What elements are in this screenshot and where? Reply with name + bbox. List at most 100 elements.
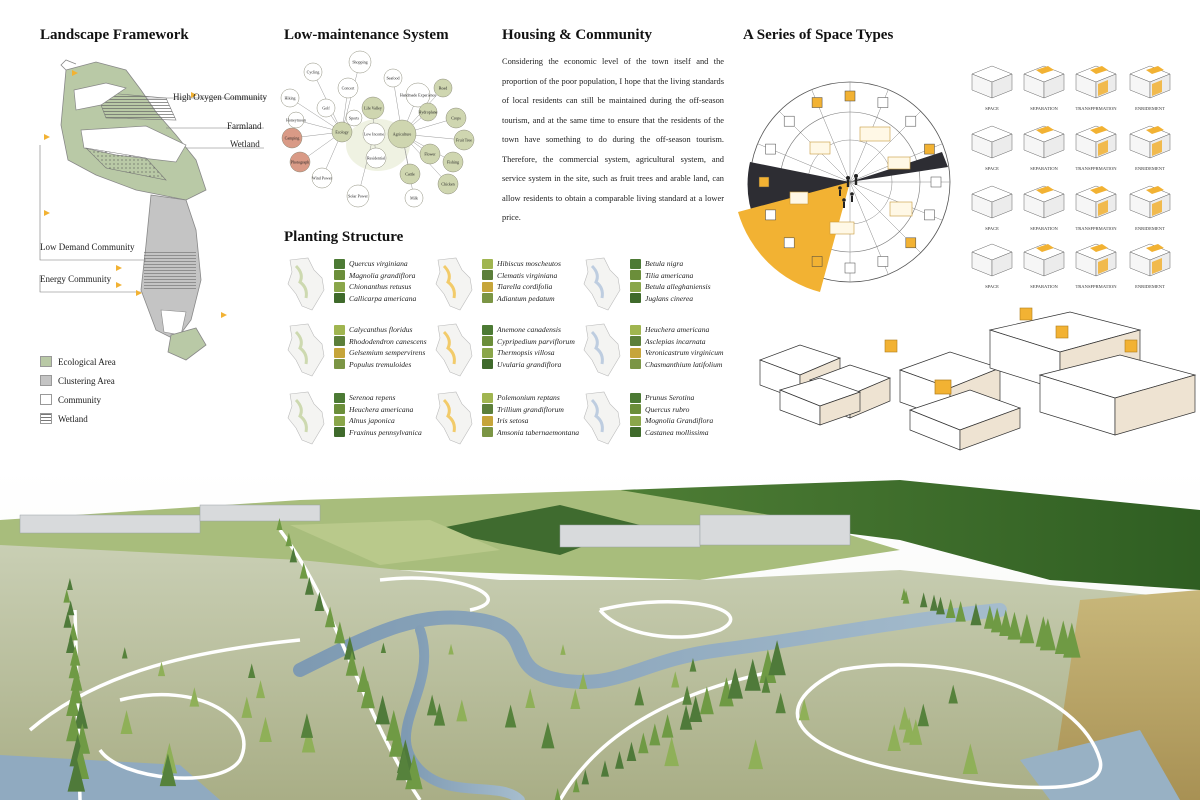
- tree-icon: [304, 577, 314, 595]
- planting-species-row: Chionanthus retusus: [334, 281, 416, 293]
- bubble-label: Cycling: [307, 69, 320, 74]
- tree-icon: [70, 667, 83, 691]
- planting-species-row: Chasmanthium latifolium: [630, 359, 724, 371]
- plant-species-name: Quercus rubro: [645, 404, 690, 414]
- bubble-label: Ecology: [335, 129, 348, 134]
- space-type-grid: [971, 65, 1171, 277]
- plant-photo-icon: [334, 324, 345, 335]
- bubble-label: Cattle: [405, 171, 415, 176]
- tree-icon: [324, 606, 336, 628]
- plant-photo-icon: [630, 415, 641, 426]
- plant-species-name: Heuchera americana: [645, 325, 710, 335]
- tree-icon: [1063, 622, 1081, 658]
- activity-icon: [877, 256, 889, 267]
- bubble-node: [337, 77, 359, 99]
- tree-icon: [936, 596, 945, 615]
- activity-icon: [924, 209, 935, 221]
- bubble-node: [346, 184, 370, 208]
- planting-species-row: Populus tremuloides: [334, 359, 427, 371]
- label-energy: Energy Community: [40, 274, 112, 284]
- planting-map-thumbnail: [284, 256, 328, 316]
- plant-photo-icon: [630, 270, 641, 281]
- planting-species-row: Adiantum pedatum: [482, 293, 561, 305]
- tree-icon: [1007, 611, 1022, 640]
- space-type-cube: [1075, 65, 1117, 99]
- planting-map-thumbnail: [432, 390, 476, 450]
- planting-species-row: Hibiscus moscheutos: [482, 258, 561, 270]
- legend-item-community: Community: [40, 390, 116, 409]
- tree-icon: [256, 680, 266, 699]
- plant-photo-icon: [630, 404, 641, 415]
- bubble-label: Milk: [410, 195, 418, 200]
- bubble-link: [289, 97, 343, 133]
- planting-species-row: Serenoa repens: [334, 392, 422, 404]
- tree-icon: [962, 743, 979, 775]
- bubble-label: Fishing: [447, 159, 459, 164]
- tree-icon: [1019, 613, 1035, 644]
- planting-species-row: Fraxinus pennsylvanica: [334, 427, 422, 439]
- bubble-label: Handmade Experience: [400, 92, 437, 97]
- planting-species-row: Quercus virginiana: [334, 258, 416, 270]
- space-type-cube: [1075, 185, 1117, 219]
- tree-icon: [919, 592, 928, 608]
- space-type-cube: [971, 125, 1013, 159]
- plant-species-name: Betula nigra: [645, 259, 684, 269]
- legend-item-clustering: Clustering Area: [40, 371, 116, 390]
- plant-species-name: Thermopsis villosa: [497, 348, 555, 358]
- bubble-node: [453, 129, 475, 151]
- plant-species-name: Magnolia grandiflora: [349, 270, 416, 280]
- tree-icon: [887, 724, 901, 752]
- activity-icon: [844, 90, 856, 102]
- tree-icon: [727, 667, 743, 699]
- planting-map-thumbnail: [432, 322, 476, 382]
- bubble-label: Hiking: [284, 95, 295, 100]
- tree-icon: [159, 753, 177, 787]
- plant-photo-icon: [482, 359, 493, 370]
- planting-species-row: Veronicastrum virginicum: [630, 347, 724, 359]
- tree-icon: [388, 724, 406, 757]
- space-type-cube: [1075, 243, 1117, 277]
- space-type-label: SPACE: [985, 166, 999, 171]
- tree-icon: [396, 748, 412, 781]
- tree-icon: [600, 760, 610, 777]
- tree-icon: [798, 698, 810, 721]
- planting-species-row: Betula nigra: [630, 258, 711, 270]
- tree-icon: [898, 706, 911, 730]
- plant-species-name: Prunus Serotina: [645, 393, 695, 403]
- planting-species-row: Trillium grandiflorum: [482, 404, 579, 416]
- legend-label: Ecological Area: [58, 356, 116, 367]
- activity-icon: [905, 115, 917, 127]
- bubble-node: [345, 109, 363, 127]
- plant-photo-icon: [482, 281, 493, 292]
- activity-icon: [765, 143, 776, 155]
- space-type-cube: [1129, 125, 1171, 159]
- plant-photo-icon: [482, 392, 493, 403]
- bubble-label: Low Income: [364, 131, 385, 136]
- activity-icon: [930, 176, 942, 188]
- activity-icon: [844, 262, 856, 274]
- plant-species-name: Mognolia Grandiflora: [645, 416, 714, 426]
- bubble-node: [445, 107, 467, 129]
- bubble-node: [404, 188, 424, 208]
- planting-species-row: Polemonium reptans: [482, 392, 579, 404]
- plant-photo-icon: [630, 347, 641, 358]
- planting-species-row: Juglans cinerea: [630, 293, 711, 305]
- tree-icon: [909, 719, 923, 745]
- bubble-label: Life Valley: [364, 105, 382, 110]
- planting-species-row: Heuchera americana: [630, 324, 724, 336]
- plant-photo-icon: [334, 270, 345, 281]
- tree-icon: [314, 591, 325, 611]
- tree-icon: [66, 633, 76, 653]
- space-type-label: SEPARATION: [1030, 106, 1058, 111]
- bubble-label: Shopping: [352, 59, 367, 64]
- plant-photo-icon: [630, 427, 641, 438]
- plant-photo-icon: [630, 359, 641, 370]
- label-wetland: Wetland: [230, 139, 260, 149]
- tree-icon: [448, 643, 454, 655]
- tree-icon: [70, 644, 81, 666]
- plant-species-name: Betula alleghaniensis: [645, 282, 711, 292]
- space-type-label: SEPARATION: [1030, 284, 1058, 289]
